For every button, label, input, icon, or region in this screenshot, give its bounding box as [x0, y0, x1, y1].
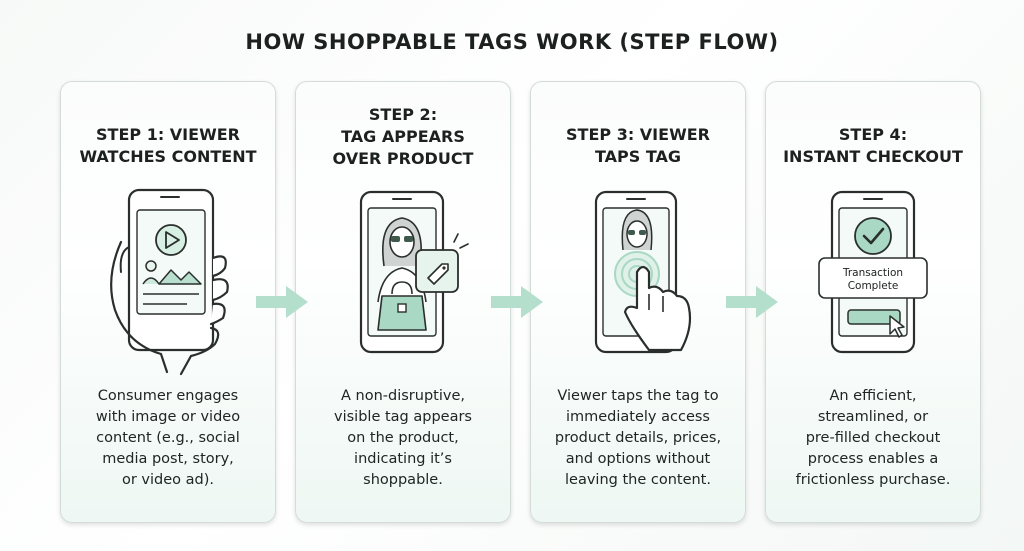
phone-checkout-icon — [818, 190, 928, 354]
step-card-2: STEP 2: TAG APPEARS OVER PRODUCT A non-d… — [295, 81, 511, 523]
step-card-3: STEP 3: VIEWER TAPS TAG Viewer taps the … — [530, 81, 746, 523]
phone-tag-icon — [359, 190, 469, 354]
step-3-description: Viewer taps the tag to immediately acces… — [554, 388, 722, 488]
phone-video-icon — [110, 188, 229, 376]
arrow-right-icon — [726, 286, 778, 318]
phone-tap-icon — [594, 190, 692, 354]
step-1-heading: STEP 1: VIEWER WATCHES CONTENT — [79, 125, 257, 166]
step-card-1: STEP 1: VIEWER WATCHES CONTENT Consumer … — [60, 81, 276, 523]
step-1-description: Consumer engages with image or video con… — [95, 388, 241, 488]
arrow-right-icon — [256, 286, 308, 318]
page-title: HOW SHOPPABLE TAGS WORK (STEP FLOW) — [245, 30, 779, 54]
step-4-description: An efficient, streamlined, or pre-filled… — [795, 388, 951, 488]
arrow-right-icon — [491, 286, 543, 318]
transaction-popup: Transaction Complete — [819, 267, 927, 293]
step-3-heading: STEP 3: VIEWER TAPS TAG — [566, 125, 710, 166]
step-4-heading: STEP 4: INSTANT CHECKOUT — [783, 125, 963, 166]
step-2-description: A non-disruptive, visible tag appears on… — [334, 388, 472, 488]
popup-line-2: Complete — [847, 280, 899, 292]
step-2-heading: STEP 2: TAG APPEARS OVER PRODUCT — [332, 105, 474, 168]
step-card-4: STEP 4: INSTANT CHECKOUT Transaction Com… — [765, 81, 981, 523]
popup-line-1: Transaction — [842, 267, 904, 279]
